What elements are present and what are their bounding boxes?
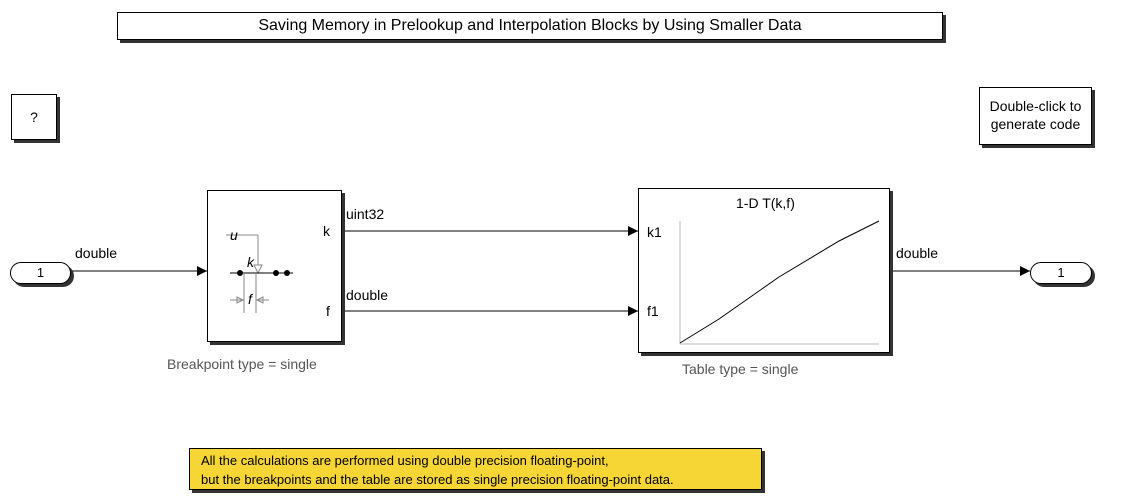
annotation-note-line-1: All the calculations are performed using… (201, 453, 609, 468)
prelookup-icon-u: u (230, 227, 238, 243)
inport-signal-label: double (75, 245, 118, 261)
prelookup-icon-k: k (247, 254, 254, 270)
generate-code-line-1: Double-click to (989, 98, 1082, 114)
outport-1[interactable]: 1 (1030, 262, 1092, 284)
table-plot-icon (679, 220, 880, 345)
interpolation-caption: Table type = single (682, 361, 799, 377)
help-button[interactable]: ? (11, 94, 57, 140)
annotation-note-line-2: but the breakpoints and the table are st… (201, 472, 674, 487)
signal-label-f: double (346, 287, 389, 303)
interpolation-port-k1: k1 (647, 224, 662, 240)
generate-code-line-2: generate code (990, 116, 1081, 132)
annotation-note: All the calculations are performed using… (189, 448, 762, 490)
prelookup-block[interactable]: u k f k f (207, 190, 342, 342)
signal-label-k: uint32 (346, 206, 385, 222)
interpolation-block[interactable]: 1-D T(k,f) k1 f1 (638, 188, 890, 353)
interpolation-port-f1: f1 (647, 303, 659, 319)
prelookup-caption: Breakpoint type = single (167, 356, 317, 372)
prelookup-port-k: k (323, 223, 330, 239)
interpolation-title: 1-D T(k,f) (736, 195, 795, 211)
generate-code-button[interactable]: Double-click to generate code (979, 87, 1092, 145)
outport-signal-label: double (896, 245, 939, 261)
prelookup-icon (226, 234, 293, 313)
model-title: Saving Memory in Prelookup and Interpola… (117, 12, 943, 40)
inport-1[interactable]: 1 (10, 262, 71, 284)
prelookup-port-f: f (326, 303, 330, 319)
prelookup-icon-f: f (248, 291, 252, 307)
